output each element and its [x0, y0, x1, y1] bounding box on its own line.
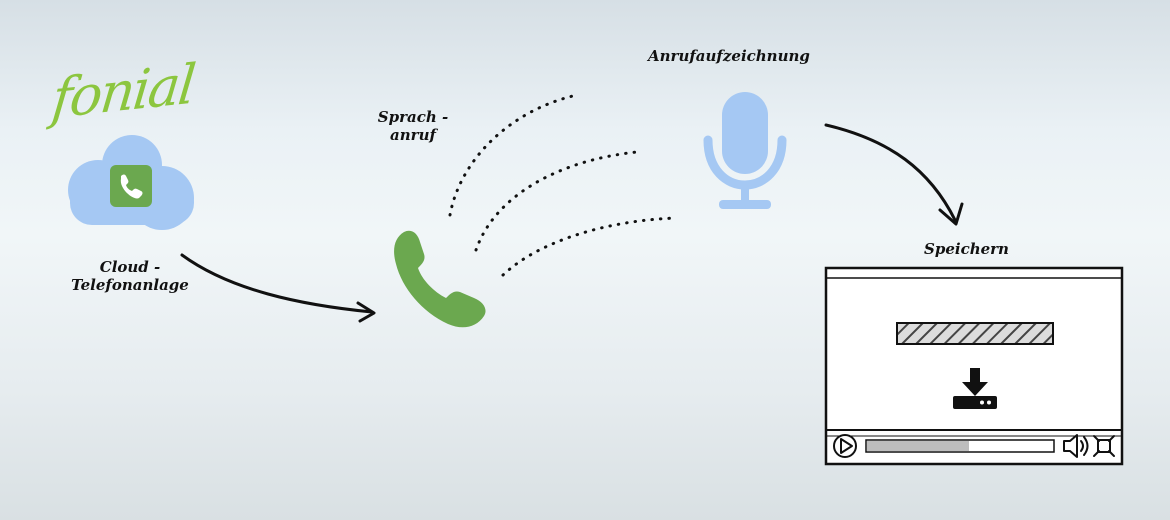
arrow-cloud-to-phone [180, 253, 376, 323]
fullscreen-icon [1093, 435, 1115, 457]
phone-icon [394, 230, 486, 328]
cloud-pbx-label-line2: Telefonanlage [71, 276, 189, 294]
download-progress-bar [896, 322, 1054, 345]
microphone-icon [703, 92, 787, 209]
sound-waves [448, 93, 679, 277]
call-recording-label: Anrufaufzeichnung [648, 47, 810, 65]
save-label: Speichern [924, 240, 1009, 258]
play-button [833, 434, 857, 458]
voice-call-label-line2: anruf [390, 126, 436, 144]
voice-call-label: Sprach - anruf [368, 108, 458, 144]
media-player-window [824, 266, 1124, 466]
cloud-icon [68, 135, 194, 230]
download-icon [953, 368, 997, 409]
cloud-pbx-label: Cloud - Telefonanlage [60, 258, 200, 294]
voice-call-label-line1: Sprach - [377, 108, 449, 126]
arrow-mic-to-save [824, 123, 964, 226]
cloud-phone-icon [120, 174, 143, 199]
volume-icon [1063, 434, 1089, 458]
playback-seek-bar [865, 439, 1055, 453]
cloud-pbx-label-line1: Cloud - [99, 258, 161, 276]
